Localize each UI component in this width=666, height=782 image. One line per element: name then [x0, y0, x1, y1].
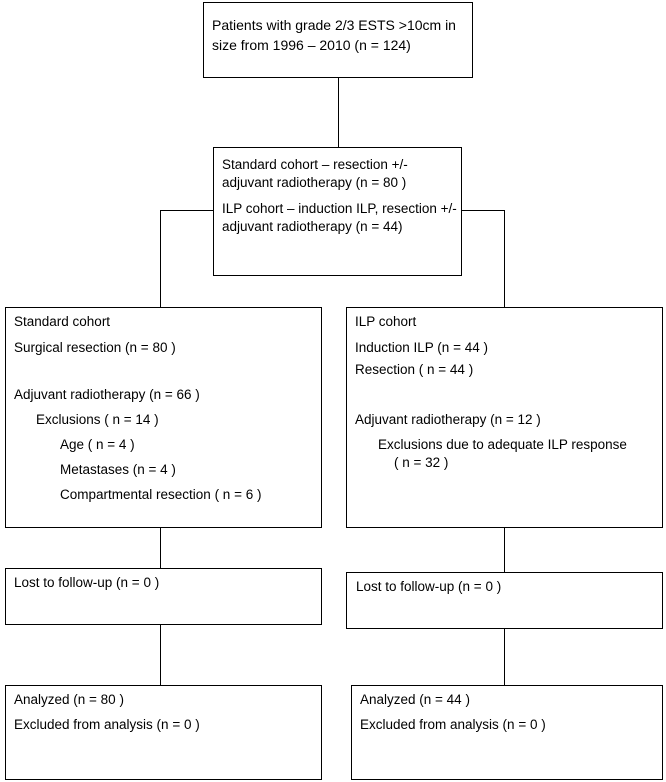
ilp-lost-to-follow-up: Lost to follow-up (n = 0 ) — [356, 579, 502, 594]
connector-right-horizontal — [461, 210, 505, 211]
connector-left-vertical — [160, 210, 161, 308]
connector-left-horizontal — [160, 210, 214, 211]
standard-lost-box: Lost to follow-up (n = 0 ) — [5, 568, 322, 625]
adjuvant-radiotherapy-count: Adjuvant radiotherapy (n = 66 ) — [14, 387, 200, 402]
exclusion-age: Age ( n = 4 ) — [60, 437, 135, 452]
standard-analyzed-box: Analyzed (n = 80 ) Excluded from analysi… — [5, 685, 322, 780]
exclusion-metastases: Metastases (n = 4 ) — [60, 462, 176, 477]
ilp-cohort-title: ILP cohort — [355, 314, 417, 329]
connector-top-to-split — [338, 77, 339, 148]
connector-left-lost-to-analyzed — [160, 624, 161, 686]
standard-lost-to-follow-up: Lost to follow-up (n = 0 ) — [14, 575, 160, 590]
ilp-resection-count: Resection ( n = 44 ) — [355, 362, 474, 377]
ilp-adjuvant-radiotherapy-count: Adjuvant radiotherapy (n = 12 ) — [355, 412, 541, 427]
connector-right-vertical — [504, 210, 505, 308]
ilp-cohort-summary: ILP cohort – induction ILP, resection +/… — [222, 201, 457, 234]
cohort-split-box: Standard cohort – resection +/- adjuvant… — [213, 147, 462, 276]
ilp-excluded-from-analysis: Excluded from analysis (n = 0 ) — [360, 717, 546, 732]
ilp-exclusions-count: ( n = 32 ) — [394, 455, 449, 470]
standard-analyzed-count: Analyzed (n = 80 ) — [14, 692, 124, 707]
ilp-exclusions-reason: Exclusions due to adequate ILP response — [378, 437, 627, 452]
exclusion-compartmental-resection: Compartmental resection ( n = 6 ) — [60, 487, 262, 502]
connector-right-cohort-to-lost — [504, 527, 505, 573]
surgical-resection-count: Surgical resection (n = 80 ) — [14, 340, 176, 355]
ilp-analyzed-count: Analyzed (n = 44 ) — [360, 692, 470, 707]
standard-cohort-box: Standard cohort Surgical resection (n = … — [5, 307, 322, 528]
standard-cohort-summary: Standard cohort – resection +/- adjuvant… — [222, 157, 408, 190]
ilp-cohort-box: ILP cohort Induction ILP (n = 44 ) Resec… — [346, 307, 663, 528]
connector-right-lost-to-analyzed — [504, 628, 505, 686]
connector-left-cohort-to-lost — [160, 527, 161, 569]
standard-cohort-title: Standard cohort — [14, 314, 111, 329]
standard-excluded-from-analysis: Excluded from analysis (n = 0 ) — [14, 717, 200, 732]
top-box: Patients with grade 2/3 ESTS >10cm in si… — [203, 2, 473, 78]
ilp-lost-box: Lost to follow-up (n = 0 ) — [346, 572, 663, 629]
top-box-text: Patients with grade 2/3 ESTS >10cm in si… — [212, 17, 456, 53]
ilp-analyzed-box: Analyzed (n = 44 ) Excluded from analysi… — [351, 685, 663, 780]
exclusions-count: Exclusions ( n = 14 ) — [36, 412, 159, 427]
induction-ilp-count: Induction ILP (n = 44 ) — [355, 340, 488, 355]
